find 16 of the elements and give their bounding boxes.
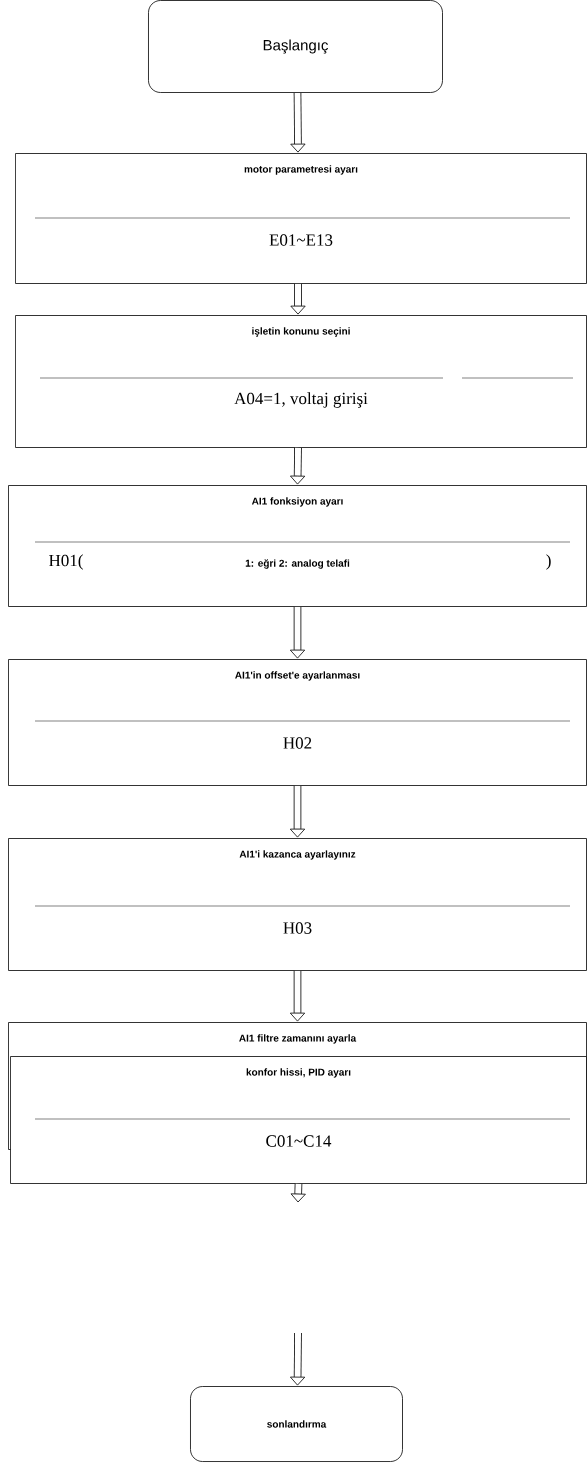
block-arrow	[289, 970, 306, 1022]
block-arrow	[290, 92, 306, 153]
process-box: AI1'i kazanca ayarlayınız H03	[8, 838, 587, 971]
process-box: konfor hissi, PID ayarı C01~C14	[10, 1056, 587, 1184]
terminal-box: sonlandırma	[190, 1386, 403, 1462]
process-box: AI1 fonksiyon ayarı H01( 1: eğri 2: analog telafi )	[8, 485, 587, 607]
block-arrow	[289, 785, 306, 838]
block-arrow	[290, 283, 306, 315]
block-arrow	[290, 1183, 306, 1203]
process-box: motor parametresi ayarı E01~E13	[15, 153, 587, 284]
block-arrow	[290, 447, 306, 485]
process-box: işletin konunu seçini A04=1, voltaj girişi	[15, 315, 587, 448]
terminal-box: Başlangıç	[148, 0, 443, 93]
process-box: AI1'in offset'e ayarlanması H02	[8, 659, 587, 786]
block-arrow	[290, 1332, 306, 1386]
block-arrow	[289, 606, 306, 659]
